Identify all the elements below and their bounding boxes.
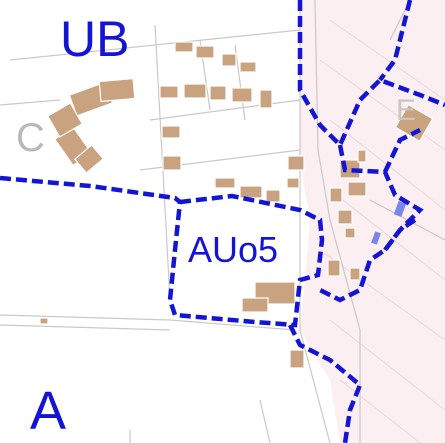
faded-label-c: C xyxy=(16,116,45,160)
buildings xyxy=(39,41,434,369)
zone-label-ub: UB xyxy=(60,11,130,67)
zone-label-auo5: AUo5 xyxy=(188,229,279,270)
zone-label-a: A xyxy=(30,381,67,441)
water-features xyxy=(371,201,407,245)
faded-label-right: E xyxy=(396,94,417,127)
